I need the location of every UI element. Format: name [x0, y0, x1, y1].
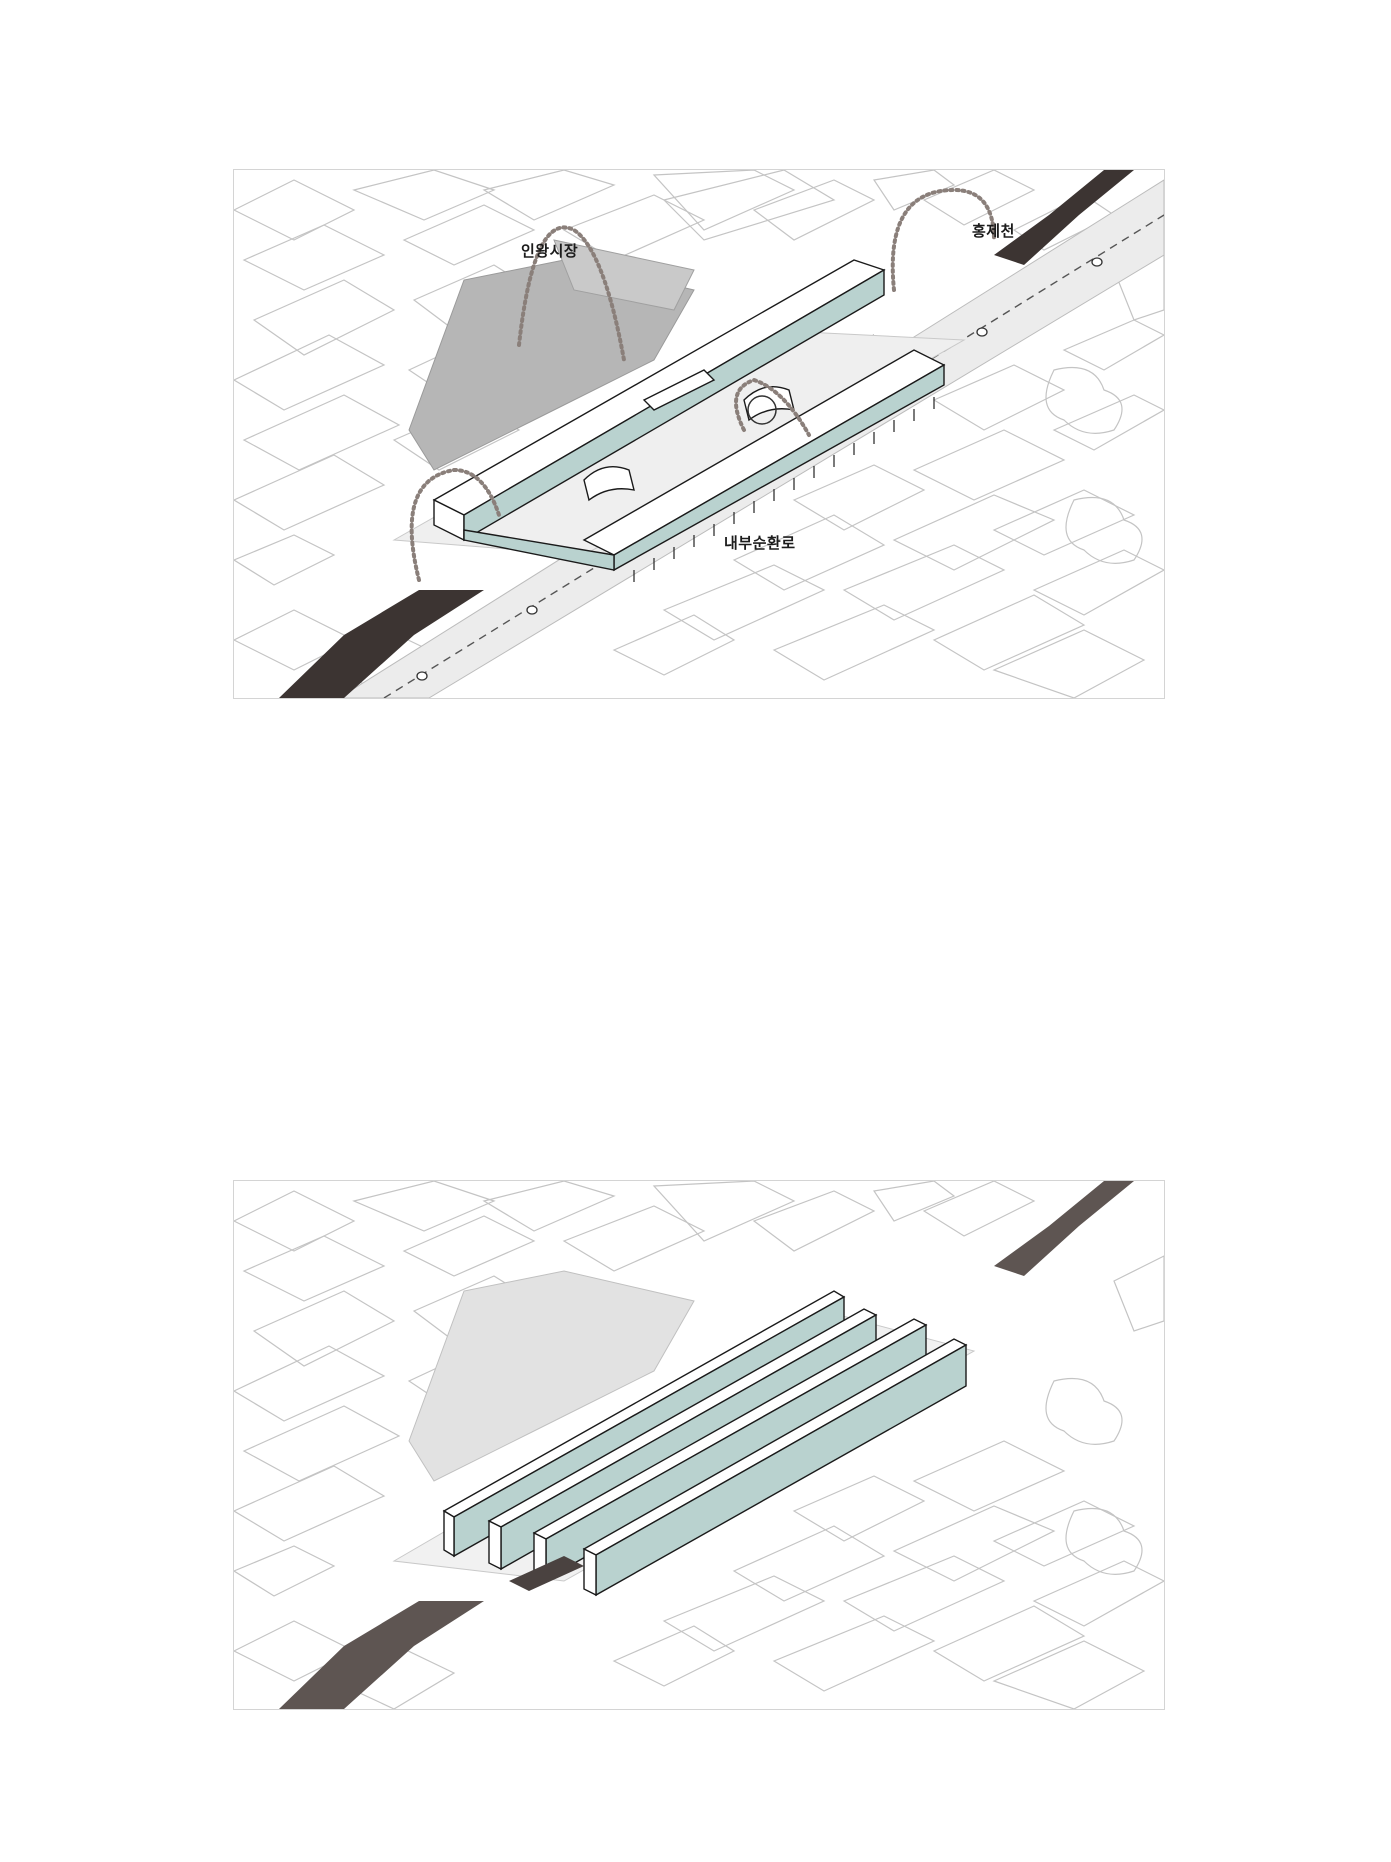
blob-blocks — [1046, 1379, 1142, 1575]
diagram-existing-site: 인왕시장 홍제천 내부순환로 — [233, 169, 1165, 699]
label-hongjecheon-stream: 홍제천 — [972, 220, 1015, 241]
hongjecheon-stream-lower — [279, 1601, 484, 1709]
hongjecheon-stream-upper — [994, 1181, 1134, 1276]
label-inner-ring-road: 내부순환로 — [724, 532, 796, 553]
label-inwang-market: 인왕시장 — [521, 240, 578, 261]
blob-blocks — [1046, 368, 1142, 564]
site-axonometric-2 — [234, 1181, 1164, 1709]
site-axonometric-1 — [234, 170, 1164, 698]
diagram-proposed-site — [233, 1180, 1165, 1710]
